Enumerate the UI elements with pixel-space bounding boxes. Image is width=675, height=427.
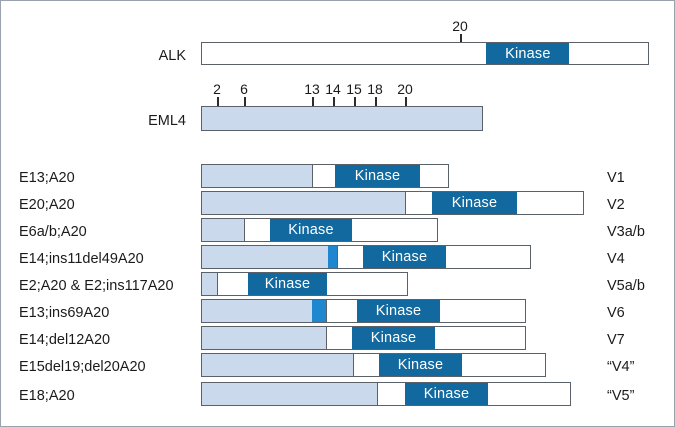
variant-row-label-5: E13;ins69A20 [19,305,110,321]
variant-row-label-1: E20;A20 [19,197,75,213]
variant-eml4-segment-1 [202,192,406,214]
alk-tick-label-20: 20 [452,18,468,34]
variant-kinase-segment-3: Kinase [363,246,446,268]
variant-name-6: V7 [607,332,625,348]
alk-tick-mark-20 [460,34,462,42]
eml4-protein-bar [201,106,483,131]
variant-name-8: “V5” [607,388,635,404]
variant-row-label-3: E14;ins11del49A20 [19,251,144,267]
variant-name-1: V2 [607,197,625,213]
variant-name-5: V6 [607,305,625,321]
eml4-row-label: EML4 [148,113,186,129]
eml4-tick-label-18: 18 [367,81,383,97]
variant-eml4-segment-5 [202,300,312,322]
eml4-tick-mark-14 [333,97,335,106]
variant-row-label-0: E13;A20 [19,170,75,186]
eml4-tick-mark-20 [405,97,407,106]
variant-eml4-segment-6 [202,327,327,349]
variant-name-0: V1 [607,170,625,186]
variant-row-label-4: E2;A20 & E2;ins117A20 [19,278,174,294]
variant-name-3: V4 [607,251,625,267]
eml4-tick-mark-6 [244,97,246,106]
variant-name-4: V5a/b [607,278,645,294]
eml4-tick-label-15: 15 [346,81,362,97]
eml4-tick-label-14: 14 [325,81,341,97]
alk-row-label: ALK [158,48,186,64]
eml4-tick-mark-18 [375,97,377,106]
variant-kinase-segment-2: Kinase [270,219,352,241]
alk-kinase-domain: Kinase [486,43,570,64]
variant-bar-0: Kinase [201,164,449,188]
variant-insertion-segment-5 [312,300,327,322]
variant-row-label-6: E14;del12A20 [19,332,111,348]
variant-kinase-segment-1: Kinase [432,192,517,214]
variant-kinase-segment-7: Kinase [379,354,462,376]
variant-eml4-segment-7 [202,354,354,376]
variant-name-7: “V4” [607,359,635,375]
variant-eml4-segment-8 [202,383,378,405]
variant-bar-7: Kinase [201,353,546,377]
variant-kinase-segment-0: Kinase [335,165,420,187]
eml4-tick-label-2: 2 [213,81,221,97]
alk-protein-bar: Kinase [201,42,649,65]
variant-kinase-segment-6: Kinase [352,327,435,349]
eml4-tick-mark-2 [217,97,219,106]
variant-bar-5: Kinase [201,299,526,323]
variant-row-label-2: E6a/b;A20 [19,224,87,240]
variant-eml4-segment-4 [202,273,218,295]
variant-row-label-7: E15del19;del20A20 [19,359,146,375]
variant-bar-3: Kinase [201,245,531,269]
eml4-tick-mark-15 [354,97,356,106]
eml4-tick-label-6: 6 [240,81,248,97]
variant-bar-1: Kinase [201,191,584,215]
eml4-tick-label-20: 20 [397,81,413,97]
variant-insertion-segment-3 [328,246,338,268]
eml4-tick-mark-13 [312,97,314,106]
variant-row-label-8: E18;A20 [19,388,75,404]
variant-name-2: V3a/b [607,224,645,240]
variant-eml4-segment-3 [202,246,328,268]
variant-kinase-segment-8: Kinase [405,383,488,405]
variant-eml4-segment-2 [202,219,245,241]
variant-bar-4: Kinase [201,272,408,296]
eml4-tick-label-13: 13 [304,81,320,97]
variant-kinase-segment-4: Kinase [248,273,327,295]
variant-bar-8: Kinase [201,382,571,406]
variant-bar-2: Kinase [201,218,438,242]
variant-bar-6: Kinase [201,326,526,350]
variant-eml4-segment-0 [202,165,313,187]
variant-kinase-segment-5: Kinase [357,300,440,322]
